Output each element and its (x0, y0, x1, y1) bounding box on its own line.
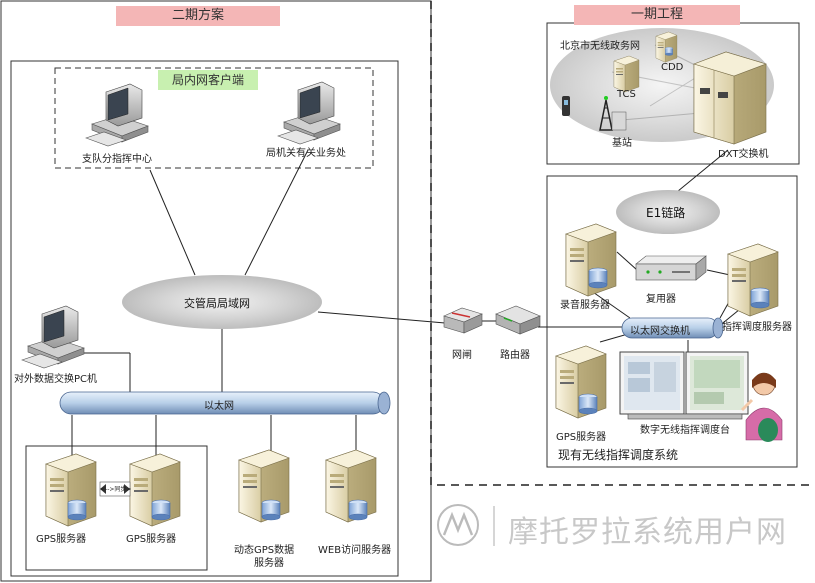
cdd-icon (655, 31, 678, 63)
beijing-net-label: 北京市无线政务网 (560, 41, 640, 52)
gateway-icon (443, 307, 483, 334)
ethernet-label: 以太网 (204, 401, 234, 412)
command-center-label: 支队分指挥中心 (82, 154, 152, 165)
ethernet-switch-bar (621, 317, 724, 339)
sync-arrow-icon (99, 481, 131, 497)
recording-server-label: 录音服务器 (560, 300, 610, 311)
dynamic-gps-label-line1: 动态GPS数据 (234, 545, 295, 556)
operator-icon (740, 372, 783, 442)
disk-icon (750, 287, 770, 309)
lan-clients-header: 局内网客户端 (158, 70, 258, 90)
multiplexer-icon (635, 255, 707, 281)
gps-server-3-label: GPS服务器 (556, 432, 607, 443)
phase2-outer-frame (0, 0, 432, 582)
disk-icon (151, 499, 171, 521)
bureau-dept-label: 局机关有关业务处 (266, 148, 346, 159)
pc-exchange-icon (21, 305, 85, 369)
phase1-dashed-border (430, 1, 813, 486)
existing-system-label: 现有无线指挥调度系统 (558, 448, 679, 462)
sync-tag-label: <-->同步> (100, 486, 132, 493)
router-icon (495, 305, 541, 335)
existing-system-frame (546, 175, 798, 468)
pc-command-center-icon (85, 83, 149, 147)
tcs-icon (613, 55, 640, 93)
phone-icon (562, 96, 570, 116)
gps-server-1-label: GPS服务器 (36, 534, 87, 545)
traffic-lan-label: 交管局局域网 (184, 297, 250, 310)
tcs-label: TCS (617, 89, 636, 100)
dxt-switch-label: DXT交换机 (718, 149, 769, 160)
web-server-label: WEB访问服务器 (318, 545, 392, 556)
pc-bureau-icon (277, 81, 341, 145)
ethernet-switch-label: 以太网交换机 (630, 326, 690, 337)
gateway-label: 网闸 (452, 350, 472, 361)
e1-link-label: E1链路 (646, 206, 686, 220)
traffic-lan-cloud (122, 275, 322, 329)
dispatch-console-icon (619, 351, 749, 420)
cdd-label: CDD (661, 62, 684, 73)
gps-server-2-label: GPS服务器 (126, 534, 177, 545)
base-station-label: 基站 (612, 138, 632, 149)
dispatch-server-label: 指挥调度服务器 (722, 322, 792, 333)
dxt-switch-icon (693, 51, 767, 145)
phase1-header: 一期工程 (574, 5, 740, 25)
base-station-icon (599, 96, 627, 131)
multiplexer-label: 复用器 (646, 294, 676, 305)
e1-link-cloud (616, 190, 720, 234)
dynamic-gps-label-line2: 服务器 (254, 558, 284, 569)
ethernet-bar (59, 391, 391, 415)
router-label: 路由器 (500, 350, 530, 361)
disk-icon (588, 267, 608, 289)
gps-servers-frame (25, 445, 208, 571)
pc-exchange-label: 对外数据交换PC机 (14, 374, 98, 385)
lan-clients-frame (54, 67, 374, 169)
disk-icon (348, 499, 368, 521)
dispatch-console-label: 数字无线指挥调度台 (640, 425, 730, 436)
phase2-header: 二期方案 (116, 6, 280, 26)
motorola-logo-icon (437, 504, 495, 546)
disk-icon (67, 499, 87, 521)
disk-icon (261, 499, 281, 521)
disk-icon (578, 393, 598, 415)
watermark-text: 摩托罗拉系统用户网 (508, 515, 787, 550)
